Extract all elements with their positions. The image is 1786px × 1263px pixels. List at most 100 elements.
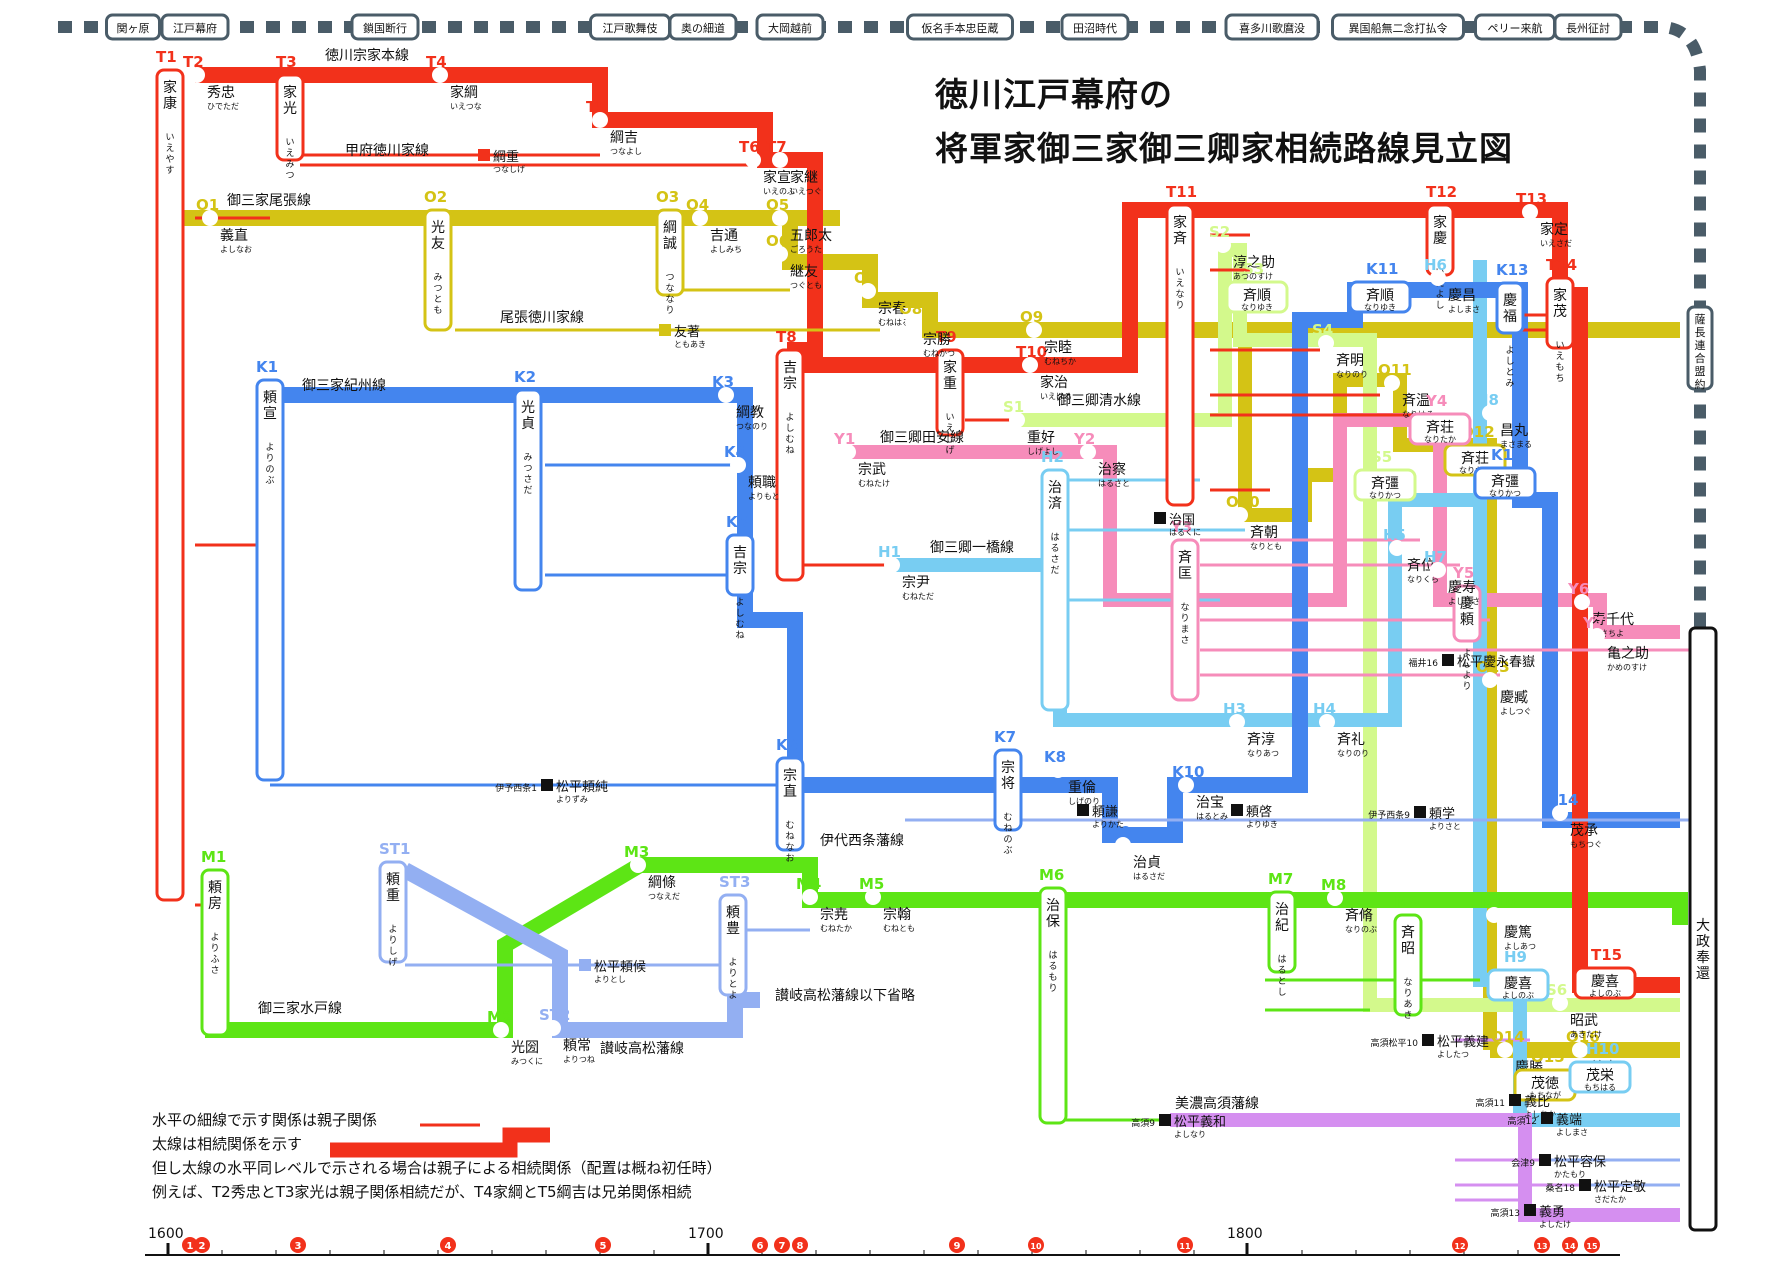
taisei-hokan-terminal[interactable] — [1688, 626, 1718, 1232]
event-label[interactable]: 鎖国断行 — [350, 13, 420, 41]
event-label[interactable]: 仮名手本忠臣蔵 — [906, 13, 1014, 41]
satcho-alliance-box[interactable] — [1686, 305, 1714, 391]
event-label[interactable]: 田沼時代 — [1060, 13, 1130, 41]
event-label[interactable]: ペリー来航 — [1474, 13, 1556, 41]
event-label[interactable]: 長州征討 — [1553, 13, 1623, 41]
event-label[interactable]: 江戸幕府 — [160, 13, 230, 41]
event-label[interactable]: 江戸歌舞伎 — [589, 13, 671, 41]
station-t12[interactable]: 家慶いえよしT12 — [1425, 183, 1457, 311]
event-label[interactable]: 奥の細道 — [668, 13, 738, 41]
event-label[interactable]: 関ヶ原 — [105, 13, 161, 41]
event-label[interactable]: 喜多川歌麿没 — [1224, 13, 1320, 41]
event-label[interactable]: 大岡越前 — [755, 13, 825, 41]
event-label[interactable]: 異国船無二念打払令 — [1331, 13, 1465, 41]
